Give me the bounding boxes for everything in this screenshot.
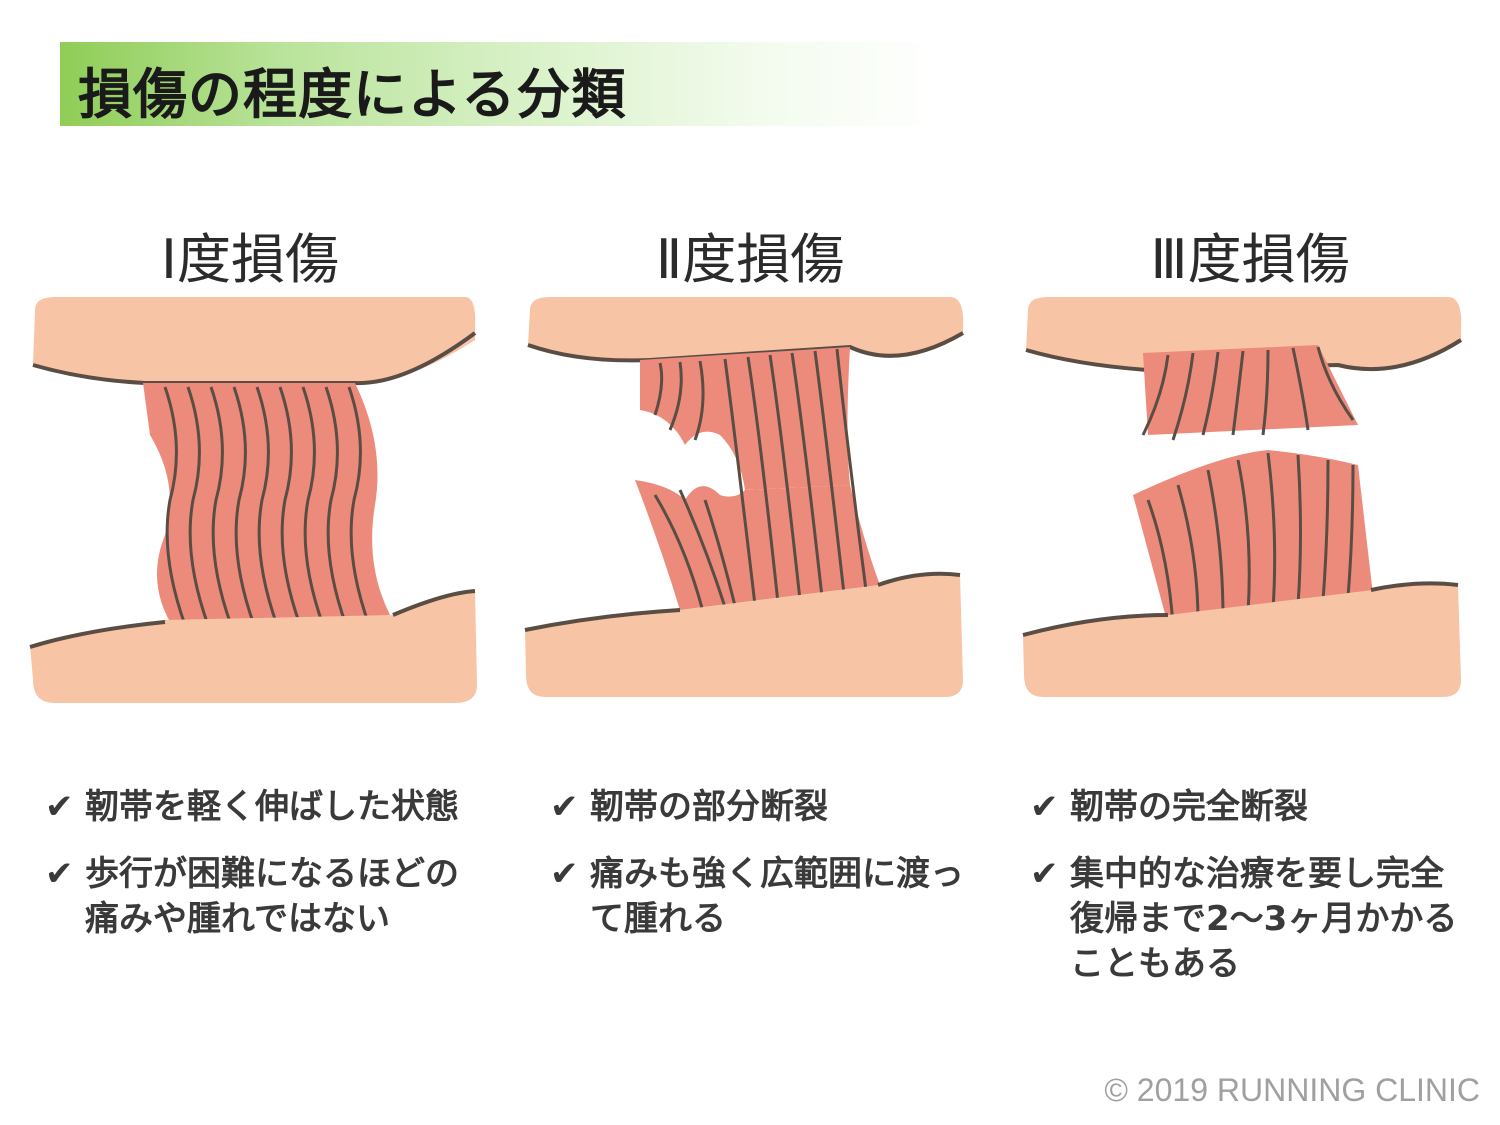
grade-3-description: ✔ 靭帯の完全断裂 ✔ 集中的な治療を要し完全 復帰まで2～3ヶ月かかる ことも…: [1030, 785, 1490, 1009]
ligament-fibers: [653, 348, 868, 609]
title-banner: 損傷の程度による分類: [60, 42, 940, 126]
check-icon: ✔: [550, 854, 579, 894]
list-item: ✔ 痛みも強く広範囲に渡っ て腫れる: [550, 852, 1010, 942]
grade-1-heading: Ⅰ度損傷: [161, 228, 339, 291]
ligament-fibers: [163, 386, 371, 626]
bullet-text: 靭帯の完全断裂: [1070, 787, 1308, 827]
grade-1-illustration: [29, 297, 477, 703]
grade-3-illustration: [1022, 297, 1463, 697]
bullet-text: 集中的な治療を要し完全 復帰まで2～3ヶ月かかる こともある: [1070, 854, 1458, 984]
check-icon: ✔: [45, 787, 74, 827]
check-icon: ✔: [45, 854, 74, 894]
list-item: ✔ 集中的な治療を要し完全 復帰まで2～3ヶ月かかる こともある: [1030, 852, 1490, 987]
bullet-text: 歩行が困難になるほどの 痛みや腫れではない: [85, 854, 459, 939]
grade-3-heading: Ⅲ度損傷: [1150, 228, 1350, 291]
grade-1-description: ✔ 靭帯を軽く伸ばした状態 ✔ 歩行が困難になるほどの 痛みや腫れではない: [45, 785, 505, 964]
list-item: ✔ 靭帯を軽く伸ばした状態: [45, 785, 505, 830]
page-title: 損傷の程度による分類: [78, 63, 627, 126]
grade-2-description: ✔ 靭帯の部分断裂 ✔ 痛みも強く広範囲に渡っ て腫れる: [550, 785, 1010, 964]
upper-bone: [33, 297, 476, 384]
list-item: ✔ 歩行が困難になるほどの 痛みや腫れではない: [45, 852, 505, 942]
list-item: ✔ 靭帯の部分断裂: [550, 785, 1010, 830]
ligament-fibers: [1141, 346, 1355, 626]
check-icon: ✔: [1030, 787, 1059, 827]
lower-bone-edge: [29, 620, 166, 649]
lower-bone: [525, 573, 963, 697]
list-item: ✔ 靭帯の完全断裂: [1030, 785, 1490, 830]
bullet-text: 靭帯の部分断裂: [590, 787, 828, 827]
grade-2-heading: Ⅱ度損傷: [655, 228, 845, 291]
grade-2-illustration: [524, 297, 965, 697]
lower-bone: [1023, 583, 1461, 697]
copyright-notice: © 2019 RUNNING CLINIC: [1104, 1072, 1480, 1108]
check-icon: ✔: [1030, 854, 1059, 894]
upper-bone: [1026, 297, 1462, 370]
lower-bone-edge: [1022, 613, 1169, 637]
bullet-text: 痛みも強く広範囲に渡っ て腫れる: [590, 854, 964, 939]
lower-bone: [30, 590, 477, 703]
lower-bone-edge: [524, 608, 681, 632]
bullet-text: 靭帯を軽く伸ばした状態: [85, 787, 459, 827]
ligament-lower: [1133, 450, 1373, 625]
check-icon: ✔: [550, 787, 579, 827]
upper-bone: [528, 297, 964, 361]
ligament: [143, 383, 390, 630]
